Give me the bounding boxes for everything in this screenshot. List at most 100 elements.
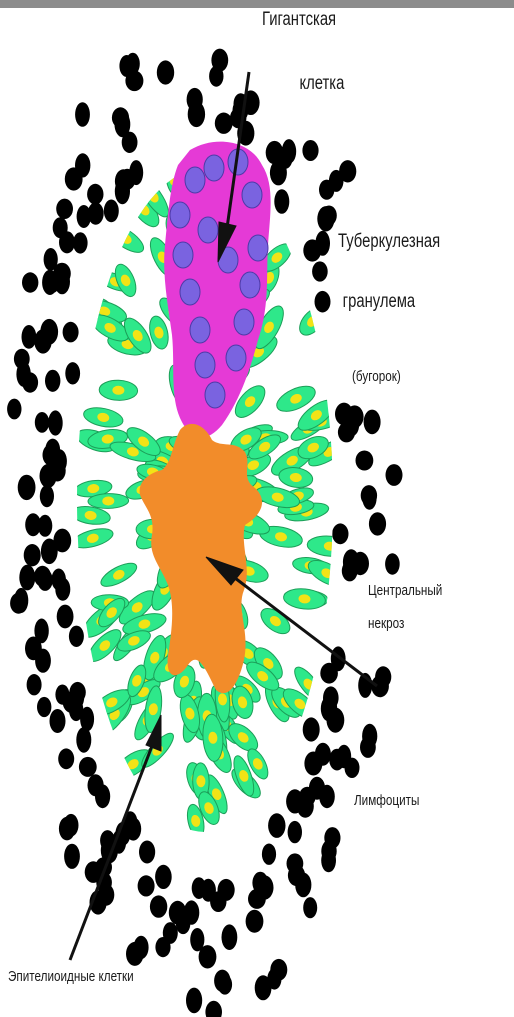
lymphocyte — [50, 709, 66, 733]
lymphocyte — [295, 873, 311, 898]
lymphocyte — [88, 774, 104, 796]
lymphocyte — [375, 666, 391, 687]
lymphocyte — [155, 865, 172, 889]
lymphocyte — [134, 936, 149, 959]
lymphocyte — [63, 322, 79, 343]
lymphocyte — [319, 180, 334, 200]
lymphocyte — [157, 60, 174, 84]
giant-cell-nucleus — [195, 352, 215, 378]
lymphocyte — [211, 49, 228, 72]
lymphocyte — [385, 553, 400, 574]
lymphocyte — [45, 272, 60, 293]
lymphocyte — [199, 945, 217, 968]
giant-cell-nucleus — [248, 235, 268, 261]
lymphocyte — [22, 325, 37, 349]
lymphocyte — [27, 674, 42, 695]
lymphocyte — [155, 937, 170, 957]
lymphocyte — [215, 113, 233, 134]
giant-cell-nucleus — [205, 382, 225, 408]
lymphocyte — [18, 475, 36, 500]
lymphocyte — [38, 515, 52, 537]
lymphocyte — [303, 897, 317, 918]
giant-cell-nucleus — [170, 202, 190, 228]
lymphocyte — [129, 160, 143, 185]
lymphocyte — [360, 737, 376, 758]
lymphocyte — [150, 895, 167, 917]
lymphocyte — [34, 619, 48, 644]
giant-cell-nucleus — [226, 345, 246, 371]
lymphocyte — [302, 140, 318, 161]
lymphocyte — [88, 202, 104, 224]
lymphocyte — [14, 588, 28, 613]
tubercle-label: (бугорок) — [352, 368, 401, 387]
giant-cell-nucleus — [198, 217, 218, 243]
lymphocyte — [56, 199, 73, 219]
lymphocyte — [48, 410, 63, 435]
lymphocyte — [52, 569, 66, 591]
lymphocyte — [35, 649, 51, 673]
lymphocyte — [268, 813, 285, 838]
lymphocyte — [112, 107, 129, 128]
lymphocyte — [386, 464, 403, 486]
lymphocyte — [34, 566, 51, 587]
lymphocyte — [24, 544, 41, 566]
lymphocyte — [315, 291, 331, 313]
lymphocyte — [270, 959, 287, 981]
lymphocyte — [53, 529, 71, 553]
lymphocyte — [184, 900, 200, 924]
lymphocyte — [37, 697, 51, 717]
lymphocyte — [332, 523, 348, 544]
necrosis-label: Центральный некроз — [368, 582, 442, 634]
lymphocyte — [303, 717, 320, 741]
lymphocyte — [64, 814, 79, 837]
lymphocyte — [321, 206, 337, 226]
lymphocyte — [22, 272, 38, 292]
lymphocyte — [256, 875, 274, 899]
lymphocyte — [45, 370, 60, 392]
lymphocyte — [286, 789, 304, 813]
lymphocyte — [34, 329, 51, 353]
giant-cell-nucleus — [180, 279, 200, 305]
lymphocyte — [7, 399, 21, 420]
lymphocytes-label: Лимфоциты — [354, 792, 419, 811]
giant-cell-nucleus — [173, 242, 193, 268]
lymphocyte — [57, 605, 74, 629]
epithelioid-label: Эпителиоидные клетки — [8, 968, 134, 987]
lymphocyte — [186, 988, 202, 1014]
giant-cell-label: Гигантская клетка — [262, 8, 344, 96]
lymphocyte — [49, 460, 66, 481]
lymphocyte — [40, 485, 54, 507]
lymphocyte — [255, 975, 272, 1000]
lymphocyte — [187, 88, 203, 111]
lymphocyte — [87, 184, 103, 205]
lymphocyte — [315, 231, 330, 256]
lymphocyte — [312, 261, 328, 281]
lymphocyte — [246, 910, 264, 933]
lymphocyte — [278, 146, 293, 169]
lymphocyte — [19, 565, 35, 591]
granuloma-label: Туберкулезная гранулема — [338, 230, 440, 314]
lymphocyte — [14, 349, 30, 369]
lymphocyte — [274, 189, 289, 214]
lymphocyte — [59, 231, 75, 253]
lymphocyte — [75, 153, 90, 177]
giant-cell-nucleus — [204, 155, 224, 181]
lymphocyte — [346, 405, 364, 428]
lymphocyte — [304, 752, 322, 776]
lymphocyte — [58, 748, 74, 769]
lymphocyte — [64, 844, 80, 869]
lymphocyte — [35, 412, 49, 433]
lymphocyte — [345, 758, 360, 778]
lymphocyte — [125, 71, 143, 92]
lymphocyte — [73, 232, 88, 253]
giant-cell-nucleus — [190, 317, 210, 343]
lymphocyte — [79, 757, 97, 777]
lymphocyte — [362, 487, 376, 510]
giant-cell-nucleus — [234, 309, 254, 335]
lymphocyte — [75, 102, 90, 127]
lymphocyte — [69, 626, 84, 647]
lymphocyte — [76, 727, 91, 753]
giant-cell-nucleus — [240, 272, 260, 298]
lymphocyte — [192, 877, 206, 899]
lymphocyte — [65, 362, 80, 384]
